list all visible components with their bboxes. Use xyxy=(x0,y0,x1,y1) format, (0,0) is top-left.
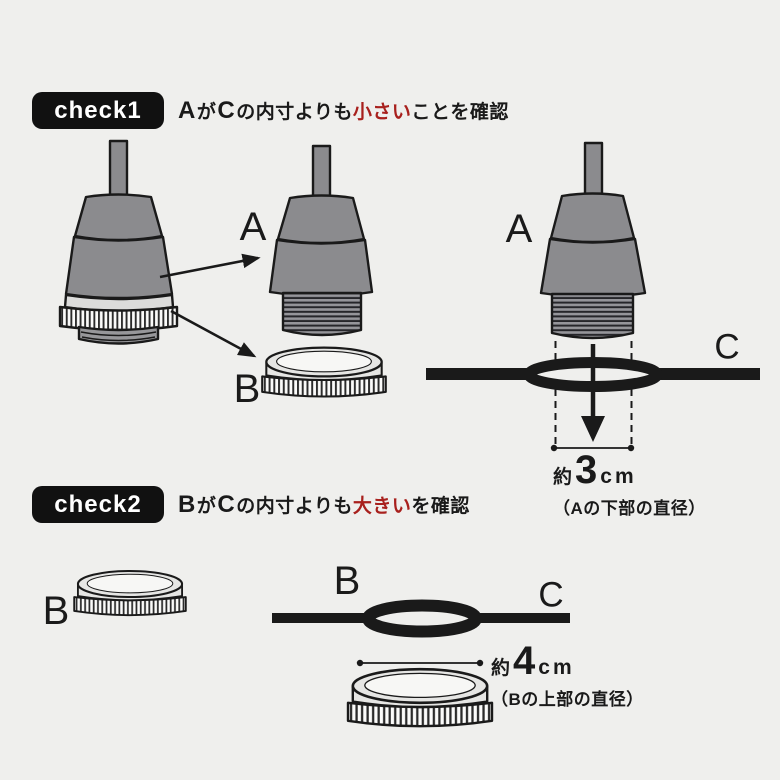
socket-a-through-ring-c-illustration xyxy=(426,141,760,452)
ring-part-b-illustration xyxy=(73,569,187,617)
measurement-unit: cm xyxy=(600,465,637,488)
measurement-4cm: 約 4 cm （Bの上部の直径） xyxy=(491,640,644,710)
measurement-note: （Aの下部の直径） xyxy=(553,499,706,518)
cord-shape xyxy=(108,139,129,199)
ring-part-b-illustration xyxy=(261,346,387,398)
label-part-b-exploded: B xyxy=(233,367,261,411)
ring-part-b-illustration xyxy=(346,667,494,728)
pendant-socket-full-illustration xyxy=(58,139,179,345)
ceiling-ring-c-illustration xyxy=(272,599,570,638)
heading-tail: ことを確認 xyxy=(411,102,509,123)
measurement-3cm: 約 3 cm （Aの下部の直径） xyxy=(553,449,706,519)
label-part-b-left: B xyxy=(42,589,70,633)
check2-badge: check2 xyxy=(32,486,164,523)
ceiling-ring-c-shape xyxy=(362,599,482,638)
label-part-b-mid: B xyxy=(333,559,361,603)
heading-emphasis: 小さい xyxy=(352,102,412,123)
label-part-c-mid: C xyxy=(538,575,564,615)
measurement-prefix: 約 xyxy=(491,658,511,679)
measurement-value: 4 xyxy=(513,639,536,683)
measurement-value: 3 xyxy=(575,448,598,492)
arrow-to-b-icon xyxy=(170,309,257,358)
heading-object: C xyxy=(217,490,236,518)
heading-middle: の内寸よりも xyxy=(236,102,353,123)
exploded-view-arrows xyxy=(159,253,261,358)
heading-emphasis: 大きい xyxy=(352,496,412,517)
socket-part-a-illustration xyxy=(268,144,374,337)
check1-badge: check1 xyxy=(32,92,164,129)
heading-middle: の内寸よりも xyxy=(236,496,353,517)
arrow-to-a-icon xyxy=(159,253,261,279)
heading-particle: が xyxy=(196,496,217,517)
heading-tail: を確認 xyxy=(411,496,470,517)
heading-subject: A xyxy=(178,96,196,124)
measurement-prefix: 約 xyxy=(553,467,573,488)
label-part-a-exploded: A xyxy=(239,205,267,249)
label-part-c-right: C xyxy=(714,327,740,367)
heading-subject: B xyxy=(178,490,196,518)
cord-shape xyxy=(311,144,332,200)
measurement-note: （Bの上部の直径） xyxy=(491,690,644,709)
cord-shape xyxy=(583,141,604,198)
check1-heading: A が C の内寸よりも 小さい ことを確認 xyxy=(177,92,509,129)
label-part-a-right: A xyxy=(505,207,533,251)
heading-particle: が xyxy=(196,102,217,123)
insert-down-arrowhead-icon xyxy=(581,416,605,442)
check2-heading: B が C の内寸よりも 大きい を確認 xyxy=(177,486,470,523)
ring-b-measured-illustration xyxy=(356,659,484,667)
measurement-unit: cm xyxy=(538,656,575,679)
heading-object: C xyxy=(217,96,236,124)
